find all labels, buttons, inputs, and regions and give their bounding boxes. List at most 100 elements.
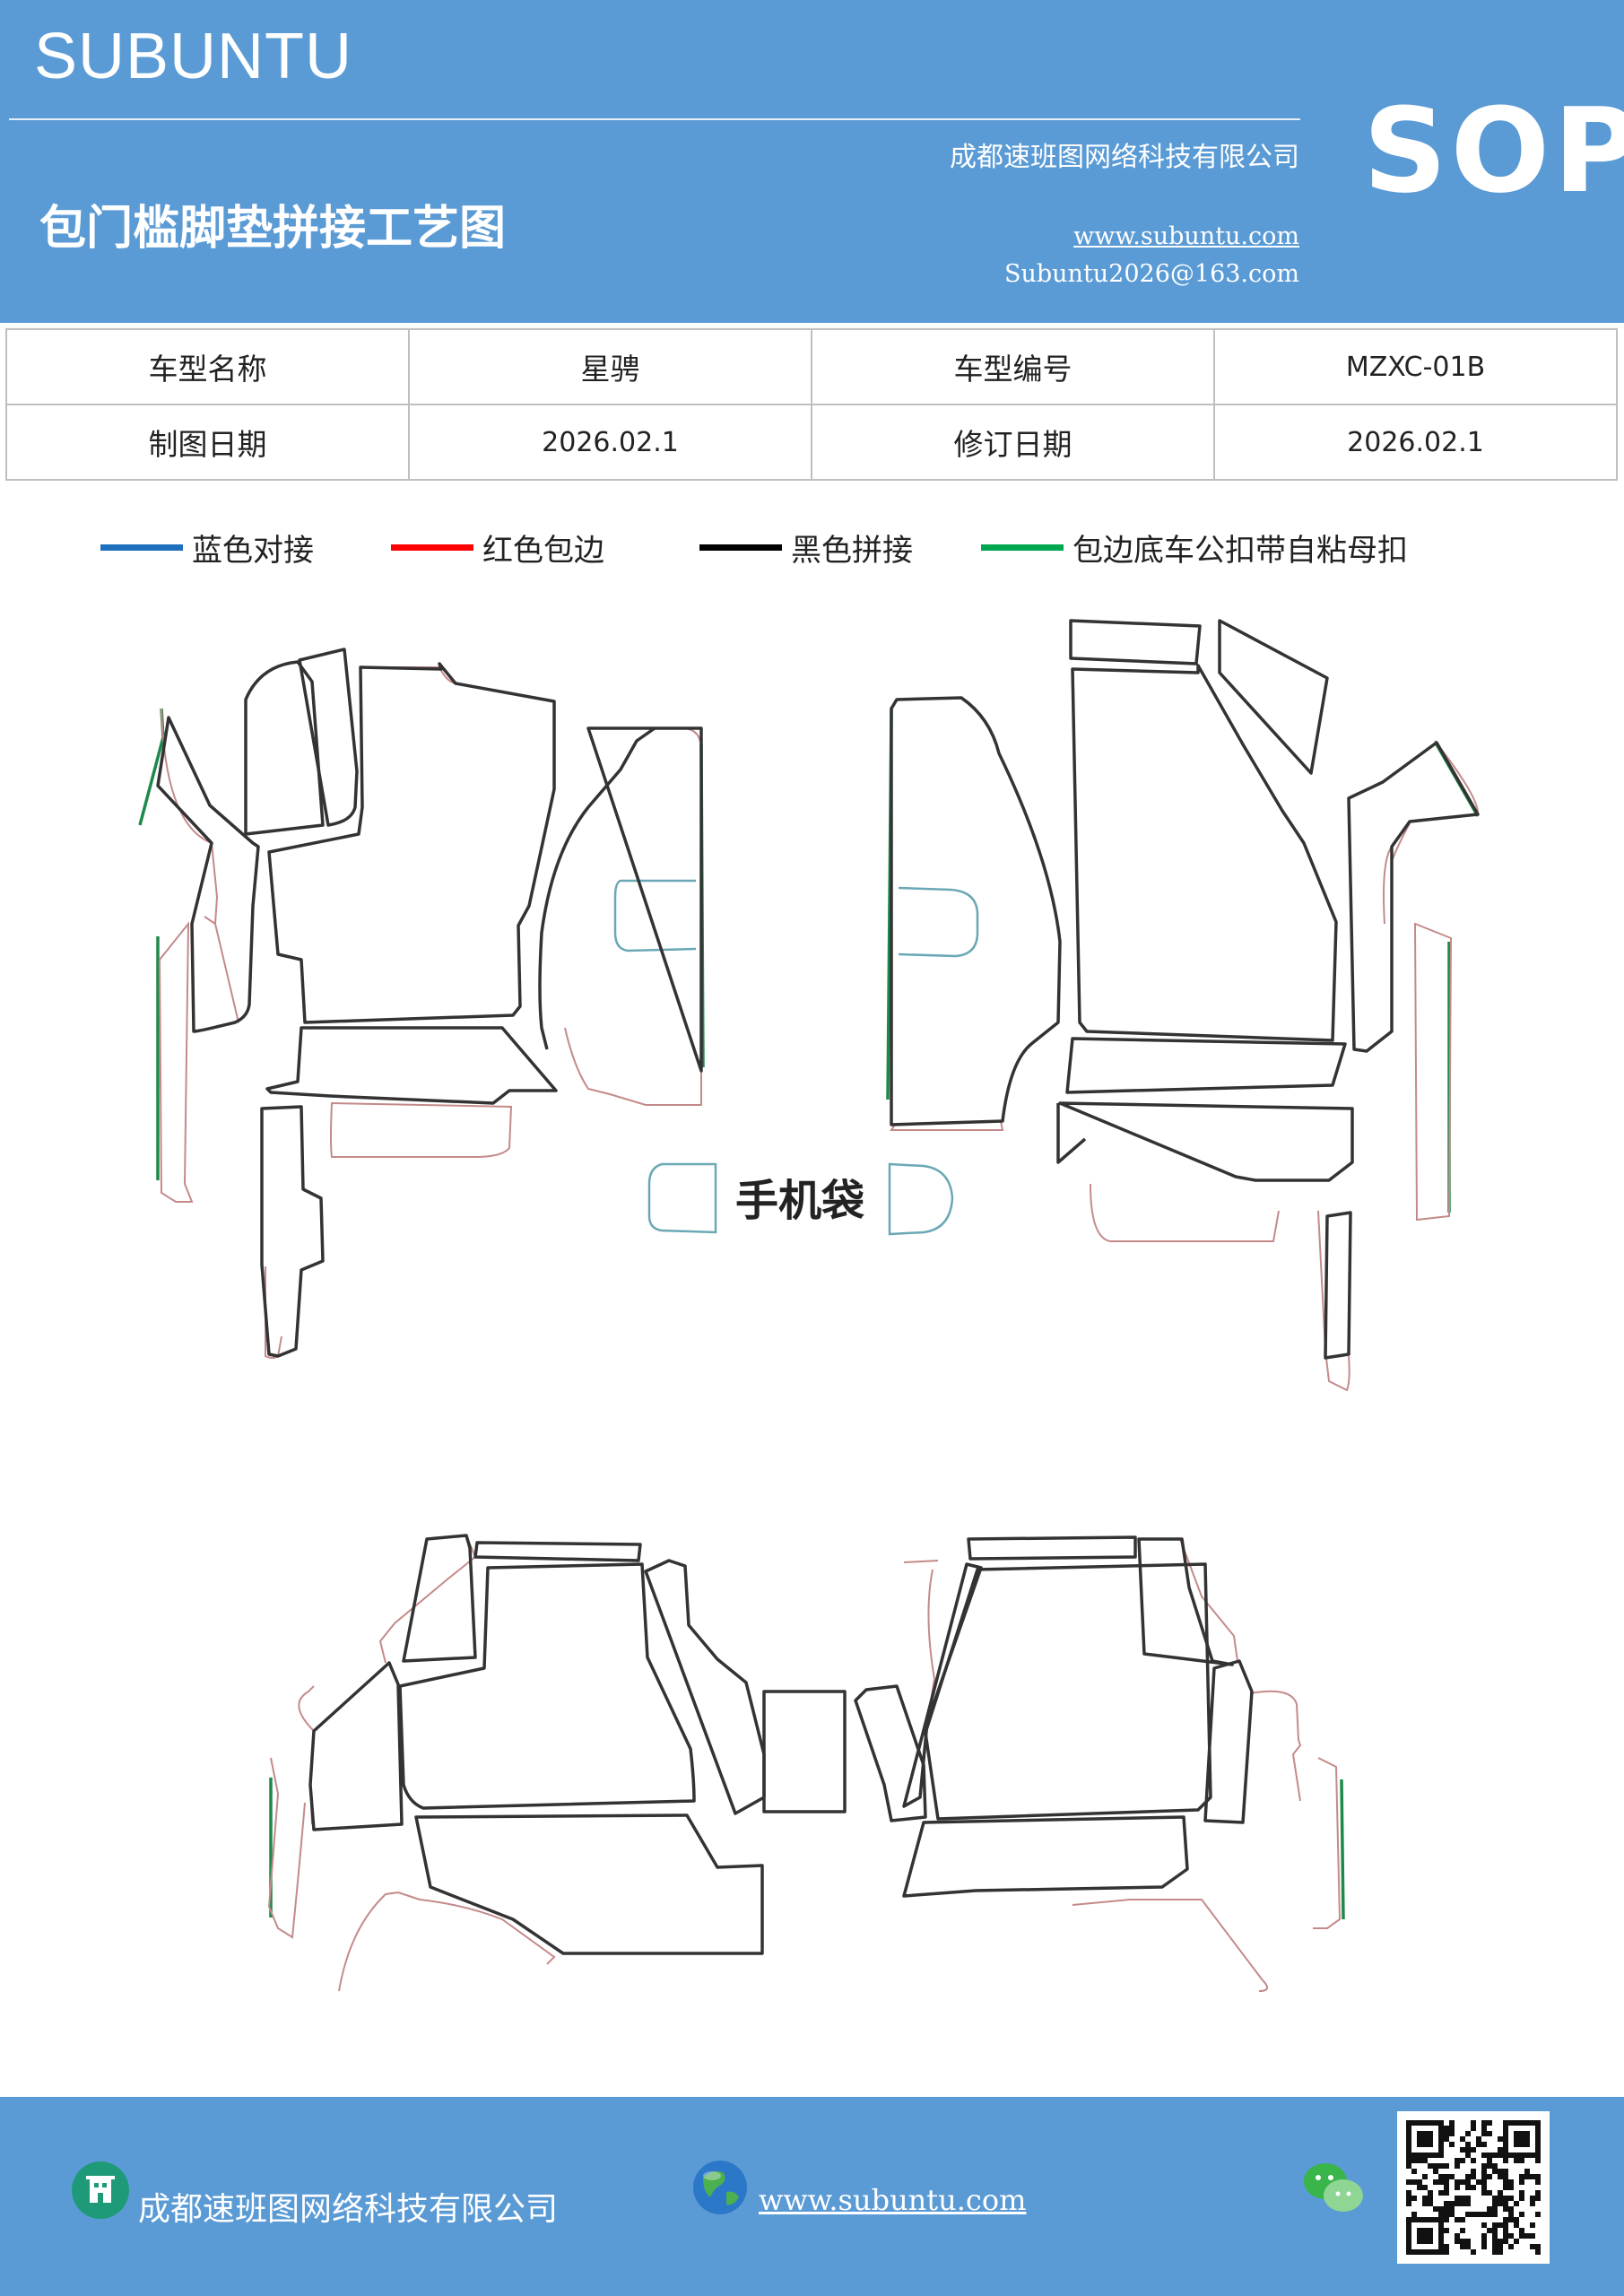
seam-line <box>1137 1537 1234 1666</box>
qr-module <box>1411 2196 1417 2201</box>
qr-module <box>1471 2158 1476 2163</box>
seam-line <box>267 662 556 1024</box>
qr-module <box>1449 2126 1455 2131</box>
qr-module <box>1503 2228 1508 2233</box>
qr-module <box>1481 2244 1487 2249</box>
qr-module <box>1508 2206 1514 2212</box>
edge-line <box>588 727 702 751</box>
qr-module <box>1481 2174 1487 2179</box>
qr-module <box>1444 2179 1449 2185</box>
qr-module <box>1519 2212 1524 2217</box>
qr-module <box>1530 2233 1535 2239</box>
qr-module <box>1481 2222 1487 2228</box>
qr-module <box>1428 2163 1433 2169</box>
qr-module <box>1487 2228 1492 2233</box>
wechat-icon <box>1302 2160 1365 2217</box>
qr-finder <box>1514 2131 1530 2147</box>
seam-line <box>1347 741 1480 1053</box>
qr-module <box>1417 2158 1422 2163</box>
qr-module <box>1444 2185 1449 2190</box>
butt-line <box>898 886 979 958</box>
qr-module <box>1519 2174 1524 2179</box>
black-seam-lines <box>156 619 1480 1955</box>
qr-module <box>1487 2158 1492 2163</box>
qr-module <box>1492 2169 1498 2174</box>
qr-module <box>1406 2179 1411 2185</box>
qr-module <box>1481 2142 1487 2147</box>
qr-module <box>1514 2158 1519 2163</box>
qr-module <box>1535 2179 1541 2185</box>
edge-line <box>330 1101 513 1158</box>
edge-line <box>1313 1757 1342 1929</box>
qr-module <box>1481 2190 1487 2196</box>
edge-line <box>378 1534 477 1664</box>
legend-label: 黑色拼接 <box>791 532 913 569</box>
qr-module <box>1471 2126 1476 2131</box>
qr-module <box>1503 2217 1508 2222</box>
qr-module <box>1498 2249 1503 2255</box>
qr-module <box>1503 2222 1508 2228</box>
qr-module <box>1460 2158 1465 2163</box>
qr-module <box>1492 2212 1498 2217</box>
qr-module <box>1471 2147 1476 2152</box>
edge-line <box>1413 922 1453 1222</box>
qr-module <box>1422 2174 1428 2179</box>
qr-module <box>1508 2217 1514 2222</box>
footer-website-link[interactable]: www.subuntu.com <box>759 2183 1027 2217</box>
qr-module <box>1535 2174 1541 2179</box>
qr-module <box>1460 2201 1465 2206</box>
seam-line <box>1203 1659 1254 1824</box>
qr-module <box>1417 2179 1422 2185</box>
globe-icon <box>690 2158 750 2217</box>
qr-module <box>1503 2233 1508 2239</box>
qr-module <box>1519 2233 1524 2239</box>
qr-module <box>1508 2185 1514 2190</box>
qr-module <box>1422 2185 1428 2190</box>
info-cell: 车型编号 <box>811 328 1215 405</box>
qr-module <box>1444 2163 1449 2169</box>
qr-module <box>1519 2228 1524 2233</box>
qr-module <box>1535 2244 1541 2249</box>
qr-module <box>1465 2174 1471 2179</box>
qr-module <box>1498 2136 1503 2142</box>
qr-module <box>1422 2201 1428 2206</box>
seam-line <box>402 1534 477 1663</box>
qr-module <box>1530 2201 1535 2206</box>
website-link[interactable]: www.subuntu.com <box>1073 222 1299 250</box>
seam-line <box>902 1562 983 1808</box>
seam-line <box>1218 619 1329 775</box>
qr-module <box>1476 2142 1481 2147</box>
info-cell: 星骋 <box>408 328 812 405</box>
qr-module <box>1514 2222 1519 2228</box>
qr-module <box>1465 2142 1471 2147</box>
header-divider <box>9 118 1300 120</box>
seam-line <box>762 1690 847 1813</box>
qr-module <box>1411 2179 1417 2185</box>
qr-module <box>1503 2179 1508 2185</box>
qr-module <box>1444 2174 1449 2179</box>
qr-module <box>1433 2163 1438 2169</box>
qr-module <box>1417 2185 1422 2190</box>
qr-module <box>1406 2196 1411 2201</box>
seam-line <box>902 1815 1189 1898</box>
qr-module <box>1498 2196 1503 2201</box>
qr-module <box>1519 2196 1524 2201</box>
qr-module <box>1444 2249 1449 2255</box>
butt-joint-lines <box>613 879 979 1236</box>
qr-module <box>1498 2244 1503 2249</box>
legend-label: 包边底车公扣带自粘母扣 <box>1073 532 1408 569</box>
qr-module <box>1465 2185 1471 2190</box>
mat-diagram: 手机袋 <box>138 619 1480 1992</box>
qr-module <box>1444 2131 1449 2136</box>
qr-module <box>1465 2152 1471 2158</box>
qr-module <box>1433 2206 1438 2212</box>
qr-module <box>1535 2212 1541 2217</box>
qr-module <box>1465 2212 1471 2217</box>
qr-module <box>1428 2201 1433 2206</box>
qr-module <box>1406 2158 1411 2163</box>
qr-module <box>1476 2136 1481 2142</box>
line-legend: 蓝色对接红色包边黑色拼接包边底车公扣带自粘母扣 <box>0 520 1624 574</box>
qr-module <box>1411 2212 1417 2217</box>
qr-module <box>1471 2174 1476 2179</box>
qr-module <box>1471 2120 1476 2126</box>
